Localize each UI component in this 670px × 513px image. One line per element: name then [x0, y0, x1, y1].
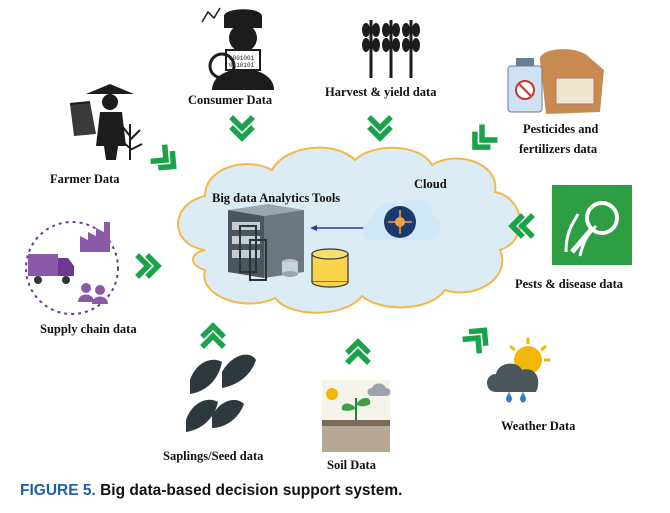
arrow-consumer	[233, 119, 251, 138]
supply-chain-icon	[25, 221, 119, 315]
cloud-label: Cloud	[414, 177, 447, 191]
soil-icon	[322, 380, 391, 452]
harvest-label: Harvest & yield data	[325, 85, 437, 99]
big-data-tools-label: Big data Analytics Tools	[212, 191, 340, 205]
figure-caption-text: Big data-based decision support system.	[100, 482, 403, 499]
arrow-supply	[139, 257, 158, 275]
arrow-pesticides	[469, 127, 495, 153]
weather-icon	[487, 338, 550, 403]
arrow-weather	[465, 325, 491, 351]
harvest-icon	[362, 20, 420, 78]
arrow-farmer	[153, 147, 179, 173]
weather-label: Weather Data	[501, 419, 576, 433]
svg-text:1001001: 1001001	[229, 55, 255, 62]
consumer-label: Consumer Data	[188, 93, 273, 107]
arrow-harvest	[371, 119, 389, 138]
database-icon	[311, 248, 349, 288]
brain-chip-icon	[363, 199, 441, 240]
consumer-icon: 1001001 0110101	[201, 7, 274, 90]
supply-label: Supply chain data	[40, 322, 137, 336]
arrow-pests	[512, 217, 531, 235]
saplings-label: Saplings/Seed data	[163, 449, 264, 463]
soil-label: Soil Data	[327, 458, 377, 472]
pests-label: Pests & disease data	[515, 277, 624, 291]
figure-caption: FIGURE 5. Big data-based decision suppor…	[20, 482, 660, 506]
pests-icon	[552, 185, 632, 265]
farmer-icon	[69, 84, 143, 160]
pesticides-icon	[507, 49, 604, 114]
saplings-icon	[186, 354, 256, 432]
arrow-soil	[349, 342, 367, 361]
arrow-saplings	[204, 326, 222, 345]
svg-text:0110101: 0110101	[229, 62, 255, 69]
pesticides-label-line1: Pesticides and	[523, 122, 598, 136]
pesticides-label-line2: fertilizers data	[519, 142, 598, 156]
server-icon	[228, 204, 304, 281]
farmer-label: Farmer Data	[50, 172, 120, 186]
figure-number: FIGURE 5.	[20, 482, 96, 499]
